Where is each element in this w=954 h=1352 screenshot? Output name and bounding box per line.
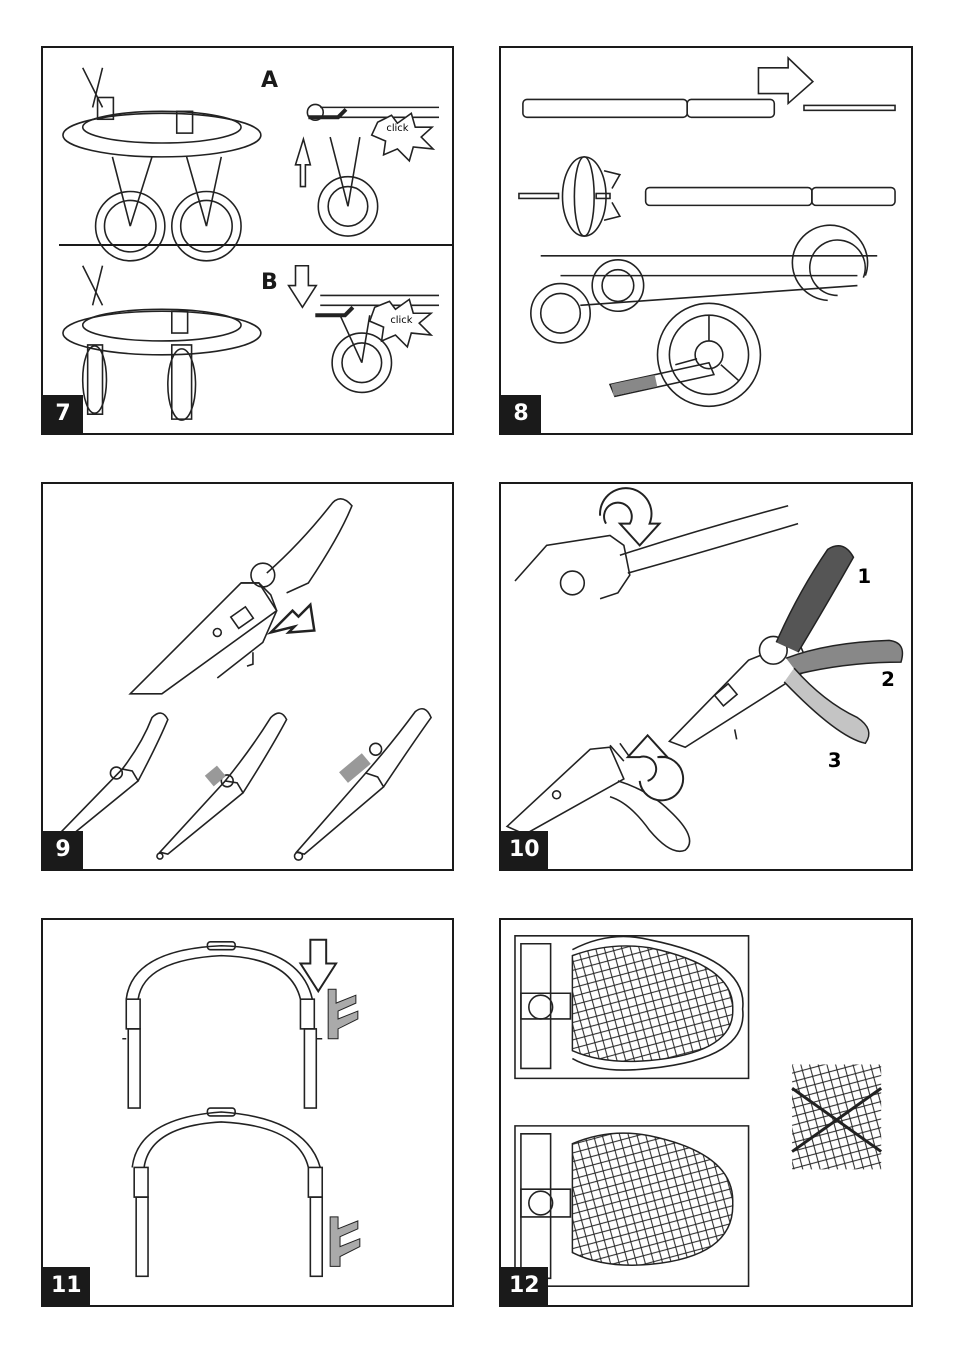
figure-number: 9 xyxy=(43,831,83,869)
basket-net-illustration xyxy=(501,920,911,1305)
figure-8: 8 xyxy=(499,46,913,435)
figure-11: 11 xyxy=(41,918,454,1307)
click-callout-a: click xyxy=(386,123,408,134)
position-3-label: 3 xyxy=(828,749,842,772)
click-callout-b: click xyxy=(390,315,412,326)
figure-number: 7 xyxy=(43,395,83,433)
figure-number: 12 xyxy=(501,1267,548,1305)
figure-7: click click A B 7 xyxy=(41,46,454,435)
step-label-b: B xyxy=(261,270,278,295)
figure-number: 10 xyxy=(501,831,548,869)
figure-9: 9 xyxy=(41,482,454,871)
bumper-bar-illustration xyxy=(43,920,452,1305)
wheel-lock-illustration: click click xyxy=(43,48,452,433)
figure-10: 1 2 3 10 xyxy=(499,482,913,871)
divider xyxy=(59,244,454,246)
figure-12: 12 xyxy=(499,918,913,1307)
handle-positions-illustration: 1 2 3 xyxy=(501,484,911,869)
figure-number: 11 xyxy=(43,1267,90,1305)
axle-illustration xyxy=(501,48,911,433)
position-1-label: 1 xyxy=(857,565,871,588)
position-2-label: 2 xyxy=(881,668,895,691)
figure-number: 8 xyxy=(501,395,541,433)
step-label-a: A xyxy=(261,68,278,93)
handle-adjust-illustration xyxy=(43,484,452,869)
